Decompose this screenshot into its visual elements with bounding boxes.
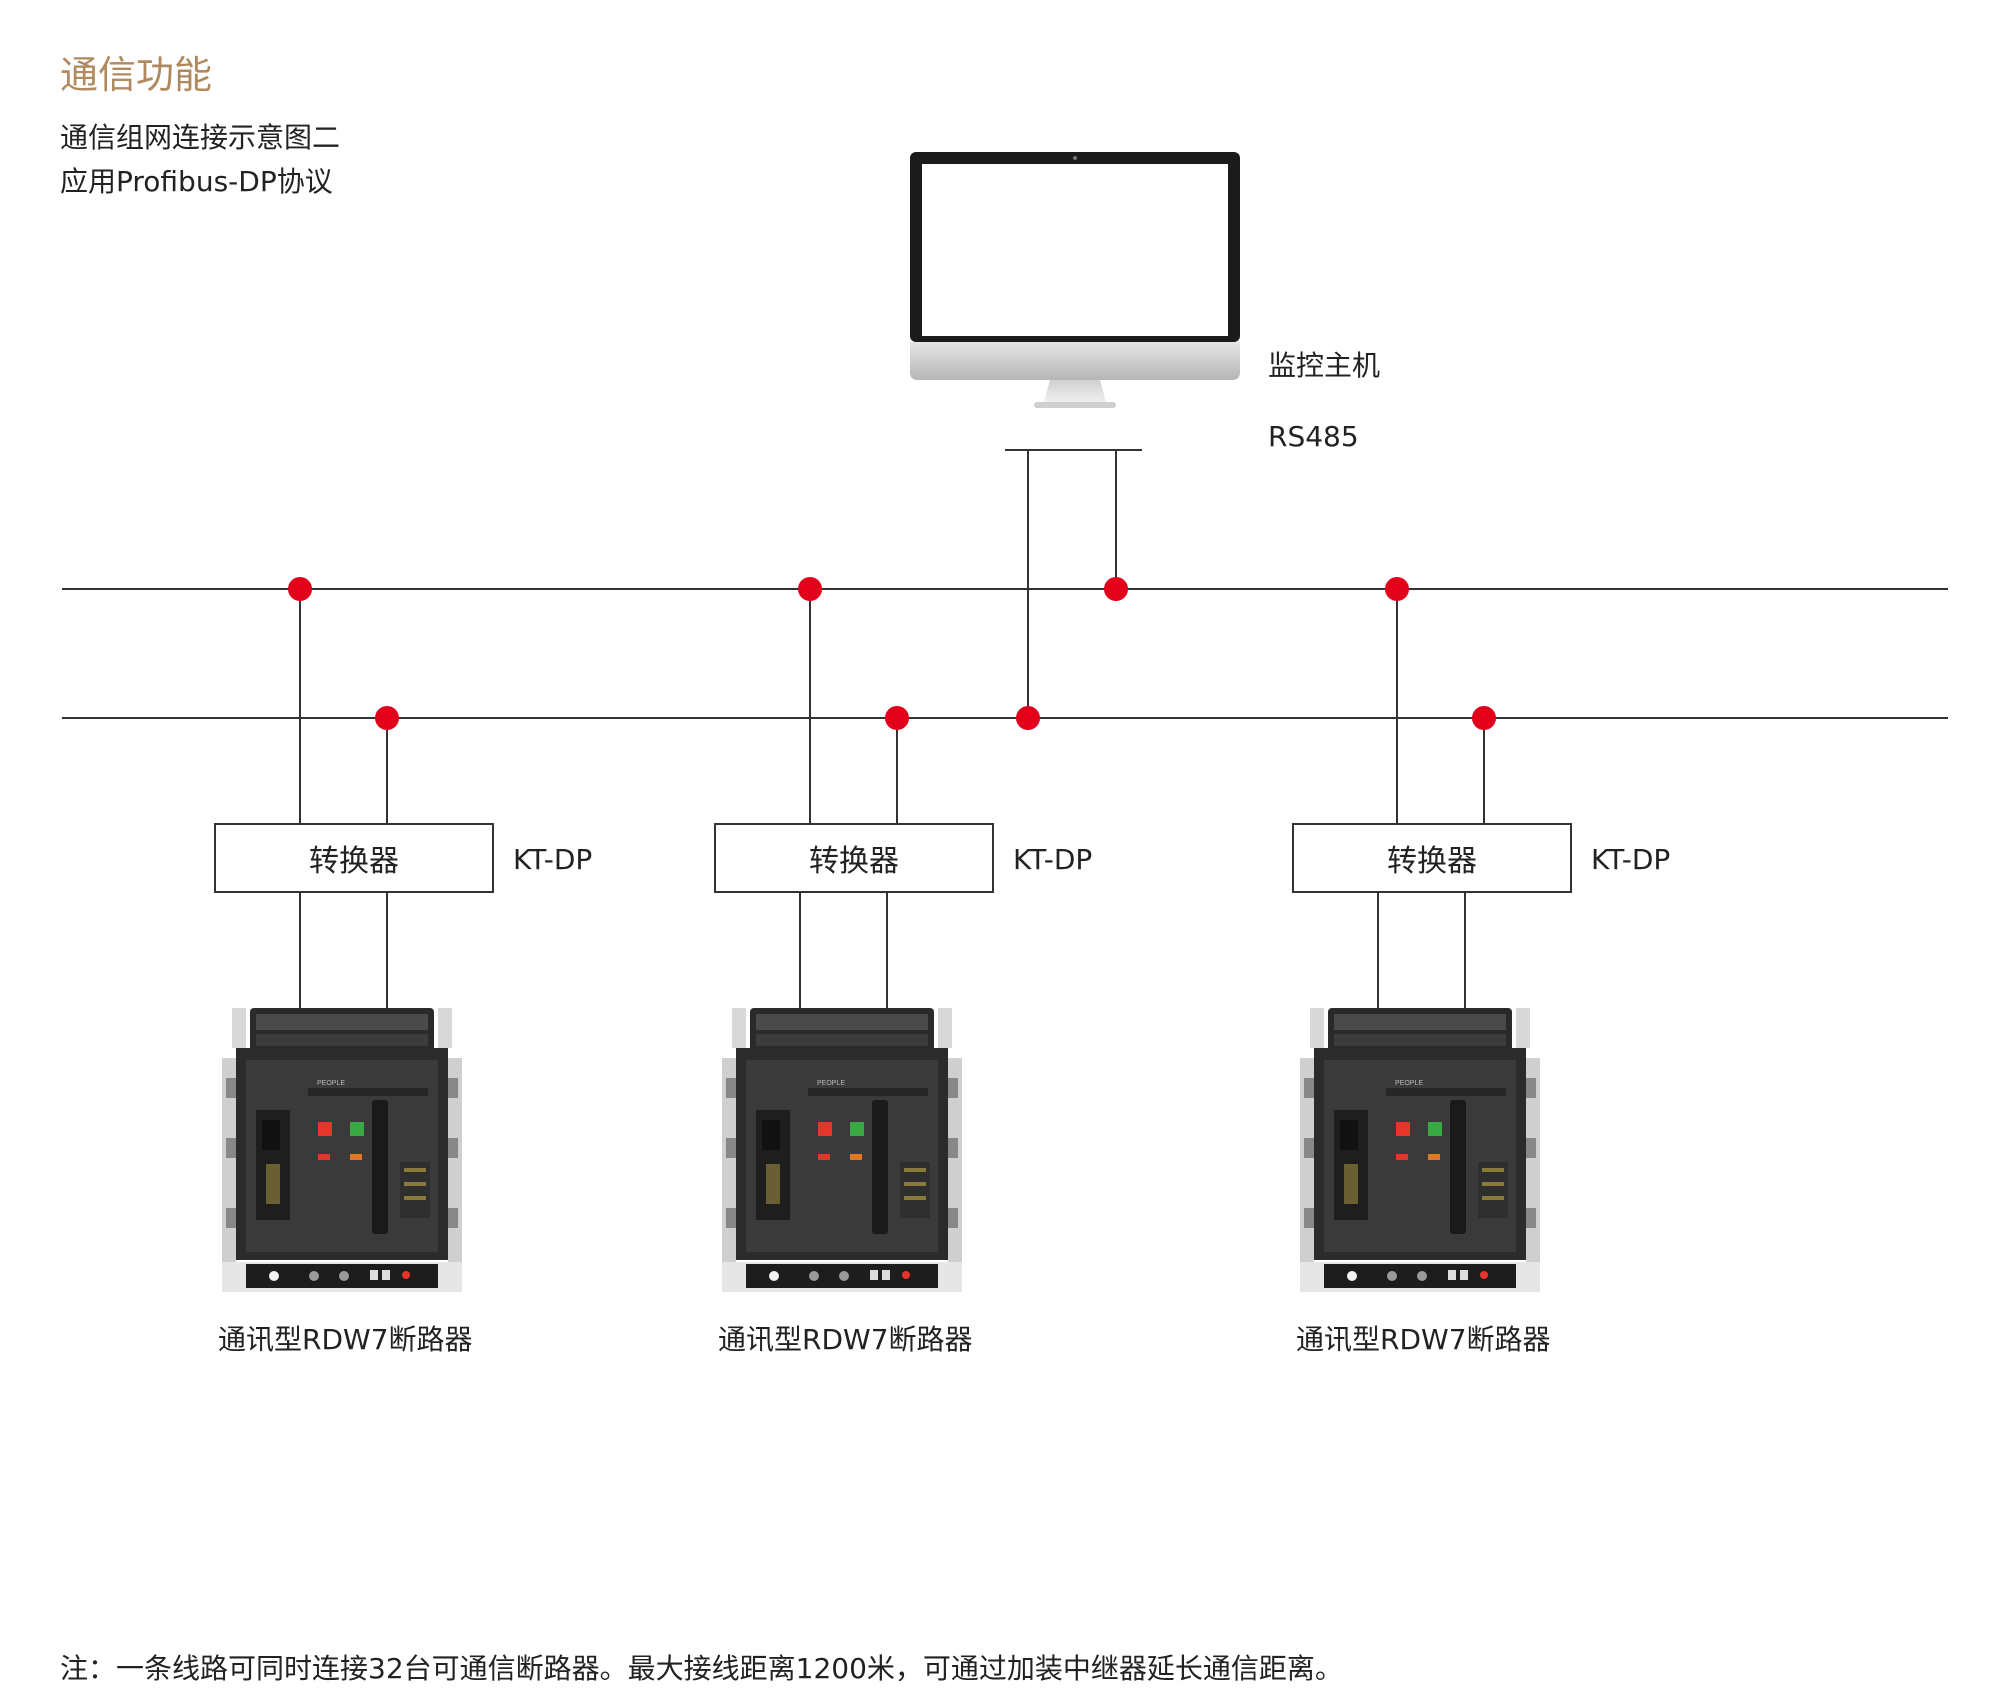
converter-box-2: 转换器 [714,823,994,893]
converter-box-3: 转换器 [1292,823,1572,893]
breaker-2-icon [722,1008,962,1292]
protocol-subtitle: 应用Profibus-DP协议 [60,165,333,198]
node-upper-host [1104,577,1128,601]
monitor-base [1034,402,1116,408]
monitor-camera [1073,156,1077,160]
breaker-3-icon [1300,1008,1540,1292]
breaker-3-brand: PEOPLE [1395,1080,1423,1087]
breaker-label-2: 通讯型RDW7断路器 [718,1323,973,1356]
junction-nodes [288,577,1496,730]
rs485-label: RS485 [1268,420,1359,453]
monitor-chin [910,342,1240,380]
monitor-stand [1044,380,1106,402]
converter-label: 转换器 [809,844,899,879]
node-upper-1 [288,577,312,601]
monitor-screen [922,164,1228,336]
monitor-icon [910,152,1240,408]
breaker-label-1: 通讯型RDW7断路器 [218,1323,473,1356]
converter-model-2: KT-DP [1013,843,1093,876]
node-lower-host [1016,706,1040,730]
converter-drops [299,589,1485,823]
node-lower-2 [885,706,909,730]
footnote: 注：一条线路可同时连接32台可通信断路器。最大接线距离1200米，可通过加装中继… [60,1652,1343,1685]
host-label: 监控主机 [1268,349,1381,382]
converter-box-1: 转换器 [214,823,494,893]
node-lower-1 [375,706,399,730]
converter-model-1: KT-DP [513,843,593,876]
breaker-1-icon [222,1008,462,1292]
breaker-label-3: 通讯型RDW7断路器 [1296,1323,1551,1356]
converter-label: 转换器 [1387,844,1477,879]
node-upper-2 [798,577,822,601]
converter-label: 转换器 [309,844,399,879]
section-title: 通信功能 [60,53,213,97]
rs485-connector [1005,449,1142,718]
breaker-1-brand: PEOPLE [317,1080,345,1087]
diagram-subtitle: 通信组网连接示意图二 [60,121,341,154]
breaker-wires [299,892,1466,1008]
node-upper-3 [1385,577,1409,601]
node-lower-3 [1472,706,1496,730]
converter-model-3: KT-DP [1591,843,1671,876]
breaker-2-brand: PEOPLE [817,1080,845,1087]
